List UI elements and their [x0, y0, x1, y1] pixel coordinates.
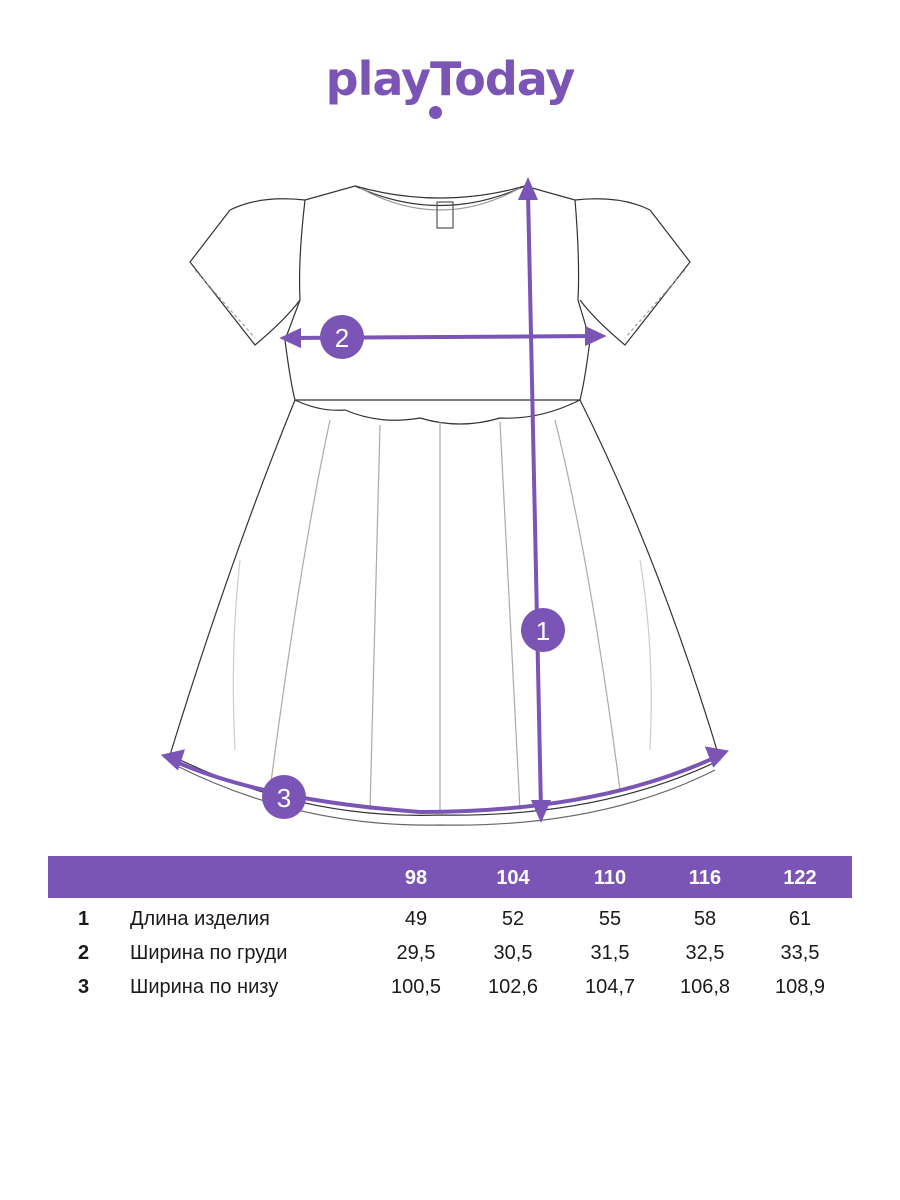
size-116: 116	[688, 867, 722, 889]
table-row: 2 Ширина по груди 29,5 30,5 31,5 32,5 33…	[48, 942, 852, 976]
length-line	[526, 191, 543, 811]
marker-3-label: 3	[277, 783, 291, 813]
cell: 102,6	[487, 976, 539, 998]
table-row: 3 Ширина по низу 100,5 102,6 104,7 106,8…	[48, 976, 852, 1010]
dress-sketch: 1 2 3	[160, 177, 729, 826]
cell: 58	[693, 908, 717, 930]
bodice-outline	[284, 185, 591, 401]
hem-line	[171, 754, 719, 815]
size-104: 104	[496, 867, 530, 889]
right-sleeve	[574, 198, 691, 346]
row-label: Ширина по груди	[130, 942, 288, 964]
size-122: 122	[783, 867, 817, 889]
cell: 52	[501, 908, 525, 930]
row-label: Длина изделия	[130, 908, 270, 930]
marker-2-label: 2	[335, 323, 349, 353]
row-number: 2	[78, 942, 90, 964]
row-number: 1	[78, 908, 90, 930]
marker-2: 2	[320, 315, 364, 359]
brand-logo: playToday	[325, 52, 576, 106]
cell: 32,5	[685, 942, 725, 964]
cell: 104,7	[584, 976, 636, 998]
cell: 55	[598, 908, 622, 930]
row-label: Ширина по низу	[130, 976, 279, 998]
cell: 106,8	[679, 976, 731, 998]
cell: 100,5	[390, 976, 442, 998]
cell: 31,5	[590, 942, 630, 964]
marker-3: 3	[262, 775, 306, 819]
cell: 30,5	[493, 942, 533, 964]
skirt-outline	[169, 399, 721, 816]
size-table: 98 104 110 116 122 1 Длина изделия 49 52…	[48, 856, 852, 1010]
logo-dot	[429, 106, 442, 119]
left-sleeve	[189, 198, 306, 346]
size-header: 98 104 110 116 122	[48, 856, 852, 898]
cell: 61	[788, 908, 812, 930]
size-110: 110	[593, 867, 627, 889]
cell: 29,5	[396, 942, 436, 964]
size-98: 98	[404, 867, 428, 889]
cell: 108,9	[774, 976, 826, 998]
waist-seam	[294, 399, 581, 425]
cell: 49	[404, 908, 428, 930]
marker-1-label: 1	[536, 616, 550, 646]
cell: 33,5	[780, 942, 820, 964]
neckline	[354, 185, 526, 207]
row-number: 3	[78, 976, 90, 998]
table-row: 1 Длина изделия 49 52 55 58 61	[48, 908, 852, 942]
marker-1: 1	[521, 608, 565, 652]
